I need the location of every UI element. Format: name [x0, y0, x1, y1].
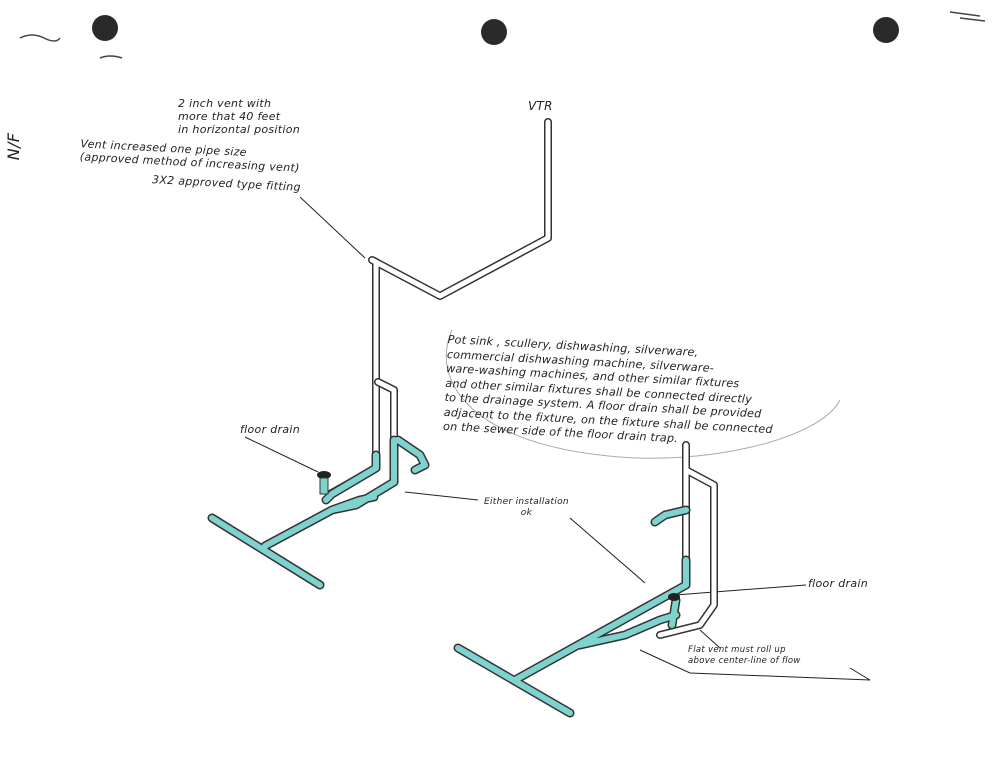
floor-drain-left-icon: [317, 471, 331, 479]
margin-mark: N/F: [4, 132, 24, 161]
either-installation-label: Either installation ok: [484, 497, 569, 518]
floor-drain-left-label: floor drain: [240, 423, 300, 436]
hole-punch-right: [873, 17, 899, 43]
margin-scribbles: [19, 11, 986, 59]
floor-drain-right-icon: [668, 593, 680, 601]
floor-drain-right-label: floor drain: [808, 577, 868, 590]
hole-punch-left: [92, 15, 118, 41]
right-vent-pipes: [656, 441, 718, 639]
left-drain-pipes: [207, 435, 430, 590]
hole-punch-center: [481, 19, 507, 45]
leader-lines: [244, 196, 871, 681]
floor-drain-left-body: [319, 477, 329, 495]
note-cloud: [445, 329, 841, 459]
right-drain-pipes: [453, 505, 691, 718]
flat-vent-label: Flat vent must roll up above center-line…: [688, 645, 801, 666]
code-note: Pot sink , scullery, dishwashing, silver…: [442, 333, 774, 446]
vtr-label: VTR: [528, 99, 553, 113]
vent-note-1: 2 inch vent with more that 40 feet in ho…: [178, 97, 301, 136]
